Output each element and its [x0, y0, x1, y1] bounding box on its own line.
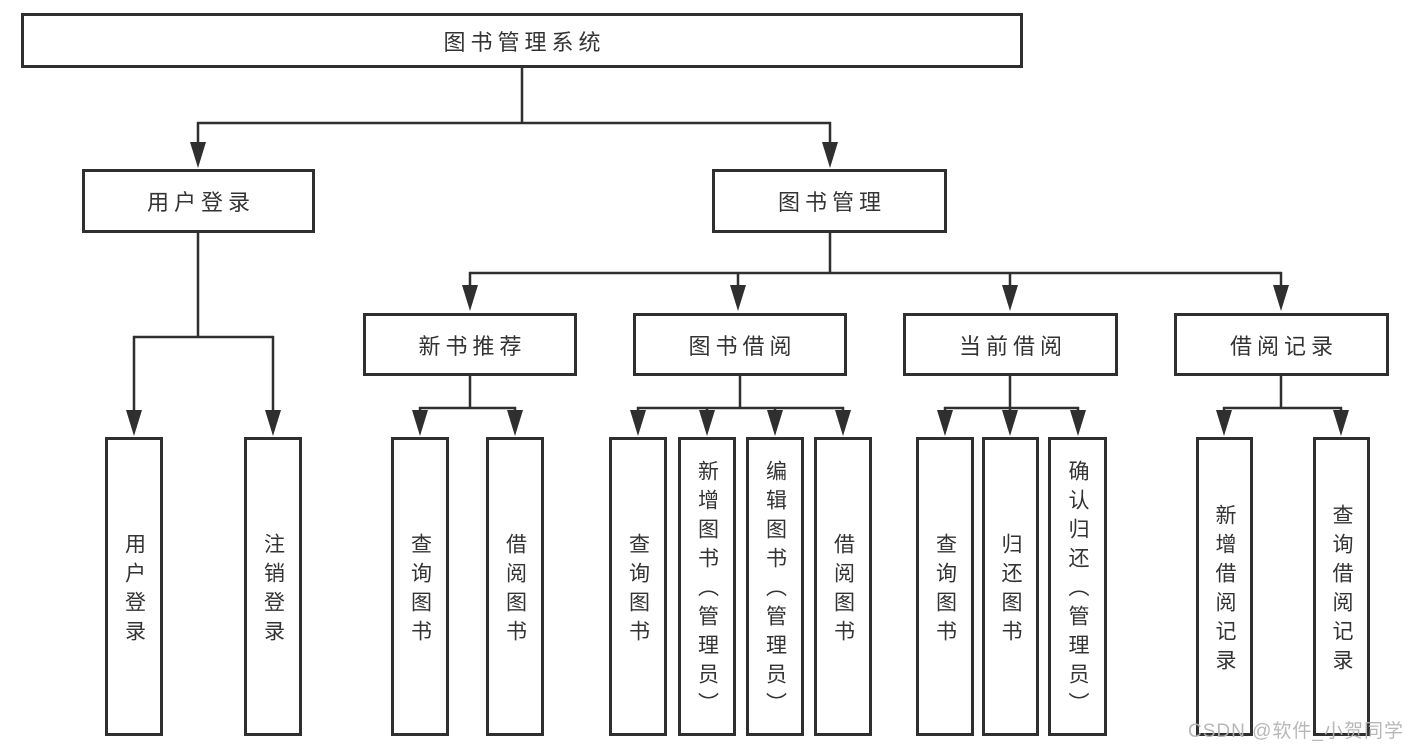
- node-label: 查询图书: [408, 532, 432, 649]
- node-label: 图书管理: [777, 190, 886, 215]
- node-leaf-add-books-admin: 新增图书（管理员）: [678, 437, 736, 736]
- node-label: 新增借阅记录: [1213, 503, 1236, 678]
- node-label: 确认归还（管理员）: [1066, 460, 1089, 721]
- node-book-borrowing: 图书借阅: [633, 313, 847, 376]
- node-label: 注销登录: [261, 532, 285, 649]
- node-label: 借阅图书: [831, 532, 855, 649]
- node-label: 借阅图书: [503, 532, 527, 649]
- node-leaf-confirm-return-admin: 确认归还（管理员）: [1048, 437, 1107, 736]
- node-label: 查询图书: [933, 532, 957, 649]
- node-leaf-query-books-recommend: 查询图书: [391, 437, 449, 736]
- node-leaf-return-books: 归还图书: [982, 437, 1039, 736]
- node-label: 新增图书（管理员）: [695, 460, 719, 721]
- node-leaf-edit-books-admin: 编辑图书（管理员）: [746, 437, 804, 736]
- node-label: 图书借阅: [688, 333, 797, 359]
- node-label: 查询借阅记录: [1330, 503, 1353, 678]
- node-new-book-recommendation: 新书推荐: [363, 313, 577, 376]
- node-label: 图书管理系统: [443, 29, 606, 55]
- node-label: 当前借阅: [958, 333, 1067, 359]
- node-borrowing-records: 借阅记录: [1174, 313, 1389, 376]
- node-current-borrowing: 当前借阅: [903, 313, 1118, 376]
- node-book-management: 图书管理: [712, 169, 947, 233]
- node-leaf-query-books-current: 查询图书: [916, 437, 974, 736]
- node-user-login: 用户登录: [82, 169, 315, 233]
- arrowhead-icons: [126, 142, 1349, 436]
- node-leaf-user-login: 用户登录: [105, 437, 163, 736]
- node-library-management-system: 图书管理系统: [21, 13, 1023, 68]
- node-leaf-logout: 注销登录: [244, 437, 302, 736]
- node-leaf-add-borrow-record: 新增借阅记录: [1196, 437, 1253, 736]
- node-label: 新书推荐: [418, 333, 527, 359]
- node-leaf-borrow-books-borrowing: 借阅图书: [814, 437, 872, 736]
- node-label: 查询图书: [626, 532, 650, 649]
- node-leaf-query-borrow-record: 查询借阅记录: [1313, 437, 1370, 736]
- node-label: 编辑图书（管理员）: [763, 460, 787, 721]
- node-label: 归还图书: [999, 532, 1022, 649]
- node-leaf-query-books-borrowing: 查询图书: [609, 437, 667, 736]
- node-label: 用户登录: [146, 190, 255, 215]
- node-label: 用户登录: [122, 532, 146, 649]
- node-leaf-borrow-books-recommend: 借阅图书: [486, 437, 544, 736]
- csdn-watermark: CSDN @软件_小贺同学: [1188, 721, 1404, 742]
- node-label: 借阅记录: [1229, 333, 1338, 359]
